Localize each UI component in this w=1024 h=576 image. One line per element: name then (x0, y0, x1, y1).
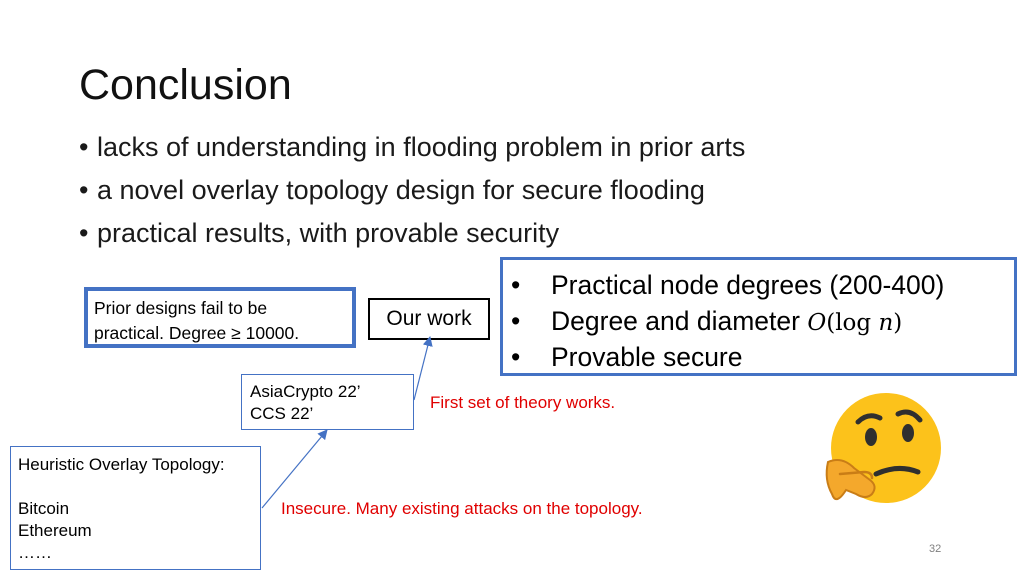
property-item: • Degree and diameter O(log n) (511, 303, 1014, 339)
our-work-box: Our work (368, 298, 490, 340)
property-item: • Practical node degrees (200-400) (511, 267, 1014, 303)
heuristic-item: Bitcoin (18, 499, 70, 518)
theory-work-line: AsiaCrypto 22’ (250, 382, 361, 401)
heuristic-topology-box: Heuristic Overlay Topology: Bitcoin Ethe… (10, 446, 261, 570)
bullet-item: • a novel overlay topology design for sec… (79, 169, 979, 212)
property-item: • Provable secure (511, 339, 1014, 375)
math-big-o: O (807, 310, 827, 336)
bullet-marker: • (79, 218, 89, 248)
arrow-heuristic-to-theory (261, 429, 328, 509)
bullet-marker: • (511, 306, 521, 336)
spacer (18, 476, 260, 498)
bullet-marker: • (511, 342, 521, 372)
bullet-marker: • (79, 132, 89, 162)
theory-works-box: AsiaCrypto 22’ CCS 22’ (241, 374, 414, 430)
page-number: 32 (929, 543, 942, 555)
heuristic-heading: Heuristic Overlay Topology: (18, 455, 225, 474)
big-o-formula: O(log n) (807, 310, 902, 336)
math-open-paren: ( (826, 310, 836, 336)
math-log: log (835, 310, 872, 336)
heuristic-item: Ethereum (18, 521, 92, 540)
bullet-text: practical results, with provable securit… (97, 218, 560, 248)
bullet-marker: • (79, 175, 89, 205)
slide-title: Conclusion (79, 61, 292, 109)
our-work-properties-box: • Practical node degrees (200-400) • Degre… (500, 257, 1017, 376)
bullet-text: lacks of understanding in flooding probl… (97, 132, 746, 162)
thinking-face-emoji-icon (825, 393, 941, 503)
prior-designs-line: Prior designs fail to be (94, 298, 268, 318)
bullet-item: • practical results, with provable securi… (79, 212, 979, 255)
theory-work-line: CCS 22’ (250, 404, 314, 423)
prior-designs-line: practical. Degree ≥ 10000. (94, 323, 300, 343)
arrow-theory-to-our-work (413, 336, 433, 401)
property-text: Degree and diameter (551, 306, 800, 336)
heuristic-item: …… (18, 543, 52, 562)
bullet-marker: • (511, 270, 521, 300)
property-text: Practical node degrees (200-400) (551, 270, 945, 300)
insecure-note: Insecure. Many existing attacks on the t… (281, 499, 643, 518)
bullet-item: • lacks of understanding in flooding prob… (79, 126, 979, 169)
bullet-list: • lacks of understanding in flooding prob… (79, 126, 979, 255)
prior-designs-box: Prior designs fail to be practical. Degr… (84, 287, 356, 348)
property-text: Provable secure (551, 342, 743, 372)
bullet-text: a novel overlay topology design for secu… (97, 175, 705, 205)
theory-note: First set of theory works. (430, 393, 616, 412)
math-close-paren: ) (893, 310, 903, 336)
math-n: n (878, 310, 894, 336)
